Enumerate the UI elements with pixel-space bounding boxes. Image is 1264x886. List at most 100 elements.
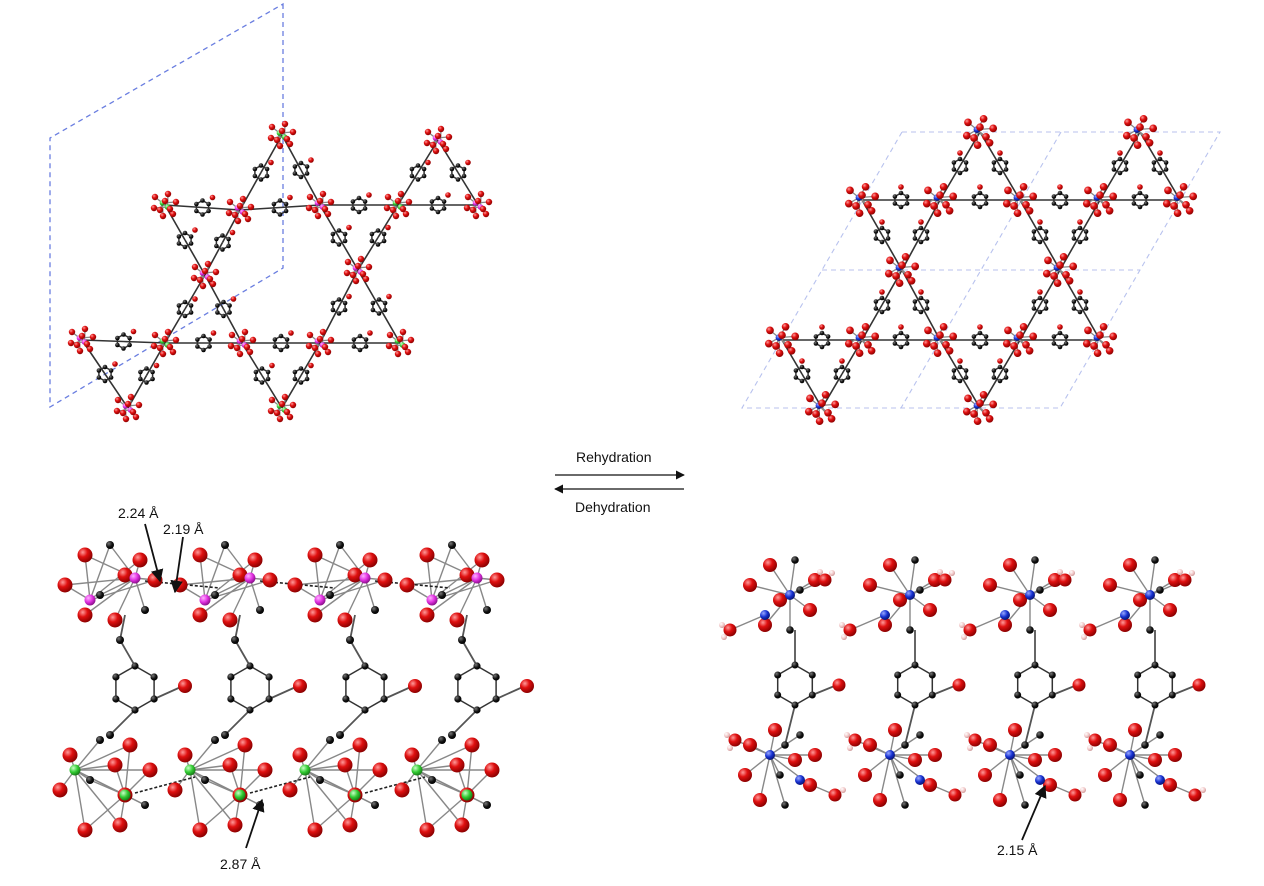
oxygen-atom [979, 114, 988, 123]
carbon-atom [873, 306, 879, 311]
carbon-atom [1151, 160, 1157, 165]
carbon-atom [1043, 306, 1049, 311]
bond [304, 769, 316, 831]
oxygen-atom [423, 139, 431, 147]
bond [889, 754, 906, 806]
oxygen-atom [939, 182, 948, 191]
carbon-atom [1111, 160, 1117, 165]
carbon-atom [1157, 156, 1163, 162]
carbon-atom [1063, 334, 1069, 339]
oxygen-atom [1043, 603, 1057, 617]
carbon-atom [206, 208, 211, 214]
carbon-atom [336, 731, 344, 739]
oxygen-atom [1163, 603, 1177, 617]
carbon-atom [435, 209, 441, 215]
carbon-atom [271, 201, 277, 207]
carbon-atom [1151, 701, 1159, 709]
distance-label-219: 2.19 Å [163, 521, 204, 537]
carbon-atom [1031, 701, 1039, 709]
oxygen-atom [858, 191, 866, 200]
carbon-atom [473, 662, 481, 670]
oxygen-atom [474, 552, 490, 568]
carbon-atom [1143, 194, 1149, 199]
oxygen-atom [1118, 618, 1132, 632]
carbon-atom [483, 801, 491, 809]
carbon-atom [924, 299, 930, 304]
oxygen-atom [1059, 252, 1068, 261]
oxygen-atom [117, 567, 133, 583]
oxygen-atom [983, 578, 997, 592]
oxygen-atom [276, 415, 284, 423]
carbon-atom [271, 208, 277, 214]
carbon-atom [1071, 229, 1077, 234]
bond [304, 744, 361, 771]
oxygen-atom [319, 190, 327, 198]
oxygen-atom [114, 396, 122, 404]
carbon-atom [1083, 236, 1089, 241]
oxygen-atom [1002, 339, 1011, 348]
bond [204, 544, 226, 601]
oxygen-atom [337, 612, 353, 628]
oxygen-atom [806, 394, 814, 403]
carbon-atom [429, 199, 435, 204]
oxygen-atom [1010, 202, 1018, 210]
carbon-atom [121, 332, 126, 337]
oxygen-atom [1057, 184, 1063, 190]
oxygen-atom [982, 132, 990, 141]
oxygen-atom [993, 793, 1007, 807]
magenta-metal-atom [244, 572, 256, 584]
carbon-atom [977, 204, 983, 210]
oxygen-atom [389, 206, 397, 214]
carbon-atom [1136, 771, 1144, 779]
carbon-atom [1141, 741, 1149, 749]
oxygen-atom [359, 270, 367, 278]
oxygen-atom [939, 322, 948, 331]
carbon-atom [1051, 334, 1057, 339]
hydrogen-bond [249, 776, 311, 794]
carbon-atom [106, 731, 114, 739]
carbon-atom [188, 241, 194, 246]
carbon-atom [221, 299, 226, 305]
oxygen-atom [922, 199, 931, 208]
oxygen-atom [107, 612, 123, 628]
oxygen-atom [1029, 332, 1038, 341]
carbon-atom [141, 801, 149, 809]
oxygen-atom [846, 186, 854, 195]
oxygen-atom [130, 328, 137, 335]
carbon-atom [1016, 771, 1024, 779]
oxygen-atom [848, 733, 862, 747]
carbon-atom [774, 671, 782, 679]
carbon-atom [265, 376, 271, 382]
carbon-atom [793, 368, 799, 373]
oxygen-atom [1168, 573, 1182, 587]
oxygen-atom [210, 330, 217, 336]
oxygen-atom [812, 410, 820, 418]
oxygen-atom [1149, 124, 1158, 133]
oxygen-atom [1170, 202, 1178, 210]
oxygen-atom [449, 612, 465, 628]
carbon-atom [879, 225, 885, 231]
bond [119, 614, 126, 641]
carbon-atom [799, 364, 805, 370]
oxygen-atom [399, 328, 407, 336]
oxygen-atom [1068, 788, 1082, 802]
carbon-atom [206, 201, 211, 207]
oxygen-atom [1072, 678, 1086, 692]
carbon-atom [1163, 160, 1169, 165]
carbon-atom [911, 661, 919, 669]
carbon-atom [351, 344, 357, 349]
oxygen-atom [192, 547, 208, 563]
oxygen-atom [933, 349, 942, 358]
carbon-atom [381, 238, 387, 244]
oxygen-atom [1103, 738, 1117, 752]
oxygen-atom [227, 342, 235, 350]
oxygen-atom [1022, 200, 1030, 209]
oxygen-atom [949, 332, 958, 341]
carbon-atom [176, 241, 182, 246]
oxygen-atom [1050, 272, 1058, 280]
oxygen-atom [821, 390, 830, 399]
carbon-atom [951, 368, 957, 373]
oxygen-atom [743, 578, 757, 592]
oxygen-atom [365, 263, 373, 271]
carbon-atom [1031, 299, 1037, 304]
